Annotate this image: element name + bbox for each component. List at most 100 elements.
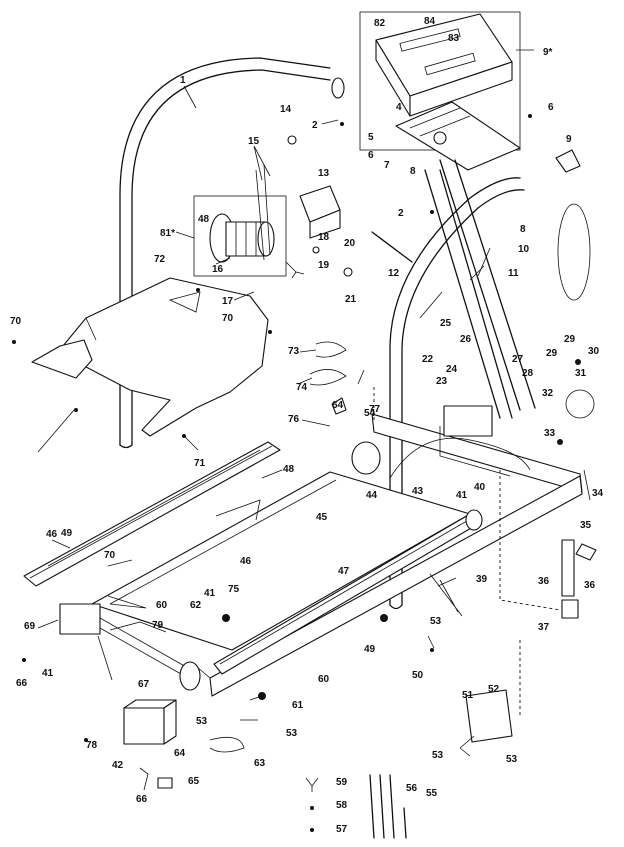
uprights [424, 159, 536, 419]
callout-label: 1 [180, 75, 186, 86]
callout-label: 2 [312, 120, 318, 131]
callout-label: 34 [592, 488, 604, 499]
callout-label: 17 [222, 296, 234, 307]
callout-label: 14 [280, 104, 292, 115]
callout-label: 23 [436, 376, 448, 387]
callout-label: 31 [575, 368, 587, 379]
rollers [59, 441, 483, 691]
callout-label: 43 [412, 486, 424, 497]
callout-label: 18 [318, 232, 330, 243]
callout-label: 35 [580, 520, 592, 531]
callout-label: 16 [212, 264, 224, 275]
left-rail [23, 441, 281, 587]
callout-label: 36 [584, 580, 596, 591]
callout-label: 41 [42, 668, 54, 679]
front-handrail [389, 177, 525, 610]
callout-label: 2 [398, 208, 404, 219]
callout-label: 9 [566, 134, 572, 145]
callout-label: 84 [424, 16, 436, 27]
callout-label: 25 [440, 318, 452, 329]
callout-label: 24 [446, 364, 458, 375]
callout-label: 54 [364, 408, 376, 419]
callout-label: 6 [368, 150, 374, 161]
callout-label: 76 [288, 414, 300, 425]
callout-label: 60 [318, 674, 330, 685]
callout-label: 32 [542, 388, 554, 399]
callout-label: 50 [412, 670, 424, 681]
callout-label: 70 [222, 313, 234, 324]
callout-label: 27 [512, 354, 524, 365]
callout-label: 45 [316, 512, 328, 523]
callout-label: 67 [138, 679, 150, 690]
callout-label: 53 [196, 716, 208, 727]
callout-label: 41 [456, 490, 468, 501]
callout-label: 77 [369, 404, 381, 415]
misc-hardware [123, 149, 597, 839]
callout-label: 22 [422, 354, 434, 365]
callout-label: 12 [388, 268, 400, 279]
callout-label: 64 [174, 748, 186, 759]
callout-label: 9* [543, 47, 553, 58]
callout-label: 66 [16, 678, 28, 689]
callout-label: 65 [188, 776, 200, 787]
handrail [119, 57, 345, 449]
callout-label: 8 [410, 166, 416, 177]
callout-label: 33 [544, 428, 556, 439]
callout-label: 41 [204, 588, 216, 599]
callout-label: 58 [336, 800, 348, 811]
console-assembly [359, 11, 521, 171]
callout-label: 49 [61, 528, 73, 539]
callout-label: 82 [374, 18, 386, 29]
callout-label: 48 [198, 214, 210, 225]
callout-label: 79 [152, 620, 164, 631]
callout-label: 29 [564, 334, 576, 345]
callout-label: 36 [538, 576, 550, 587]
callout-label: 47 [338, 566, 350, 577]
callout-label: 40 [474, 482, 486, 493]
callout-label: 42 [112, 760, 124, 771]
callout-label: 55 [426, 788, 438, 799]
callout-label: 7 [384, 160, 390, 171]
callout-label: 15 [248, 136, 260, 147]
callout-label: 13 [318, 168, 330, 179]
callout-label: 21 [345, 294, 357, 305]
callout-label: 46 [46, 529, 58, 540]
callout-label: 63 [254, 758, 266, 769]
callout-label: 20 [344, 238, 356, 249]
callout-label: 28 [522, 368, 534, 379]
callout-label: 69 [24, 621, 36, 632]
callout-label: 51 [462, 690, 474, 701]
callout-label: 74 [296, 382, 308, 393]
callout-labels: 1 2 2 4 5 6 6 7 8 8 9 9* 10 11 12 13 14 … [10, 16, 604, 835]
callout-label: 48 [283, 464, 295, 475]
callout-label: 30 [588, 346, 600, 357]
callout-label: 56 [406, 783, 418, 794]
callout-label: 11 [508, 268, 519, 279]
callout-label: 53 [432, 750, 444, 761]
callout-label: 64 [332, 400, 344, 411]
motor-hood [31, 277, 269, 437]
callout-label: 53 [286, 728, 298, 739]
callout-label: 70 [104, 550, 116, 561]
callout-label: 8 [520, 224, 526, 235]
callout-label: 57 [336, 824, 348, 835]
callout-label: 72 [154, 254, 166, 265]
callout-label: 60 [156, 600, 168, 611]
callout-label: 10 [518, 244, 530, 255]
callout-label: 59 [336, 777, 348, 788]
callout-label: 70 [10, 316, 22, 327]
callout-label: 61 [292, 700, 304, 711]
callout-label: 4 [396, 102, 402, 113]
callout-label: 53 [430, 616, 442, 627]
callout-label: 83 [448, 33, 460, 44]
callout-label: 81* [160, 228, 175, 239]
drive-belt [389, 437, 531, 479]
callout-label: 5 [368, 132, 374, 143]
callout-label: 49 [364, 644, 376, 655]
frame [195, 384, 583, 718]
callout-label: 46 [240, 556, 252, 567]
callout-label: 26 [460, 334, 472, 345]
callout-label: 73 [288, 346, 300, 357]
